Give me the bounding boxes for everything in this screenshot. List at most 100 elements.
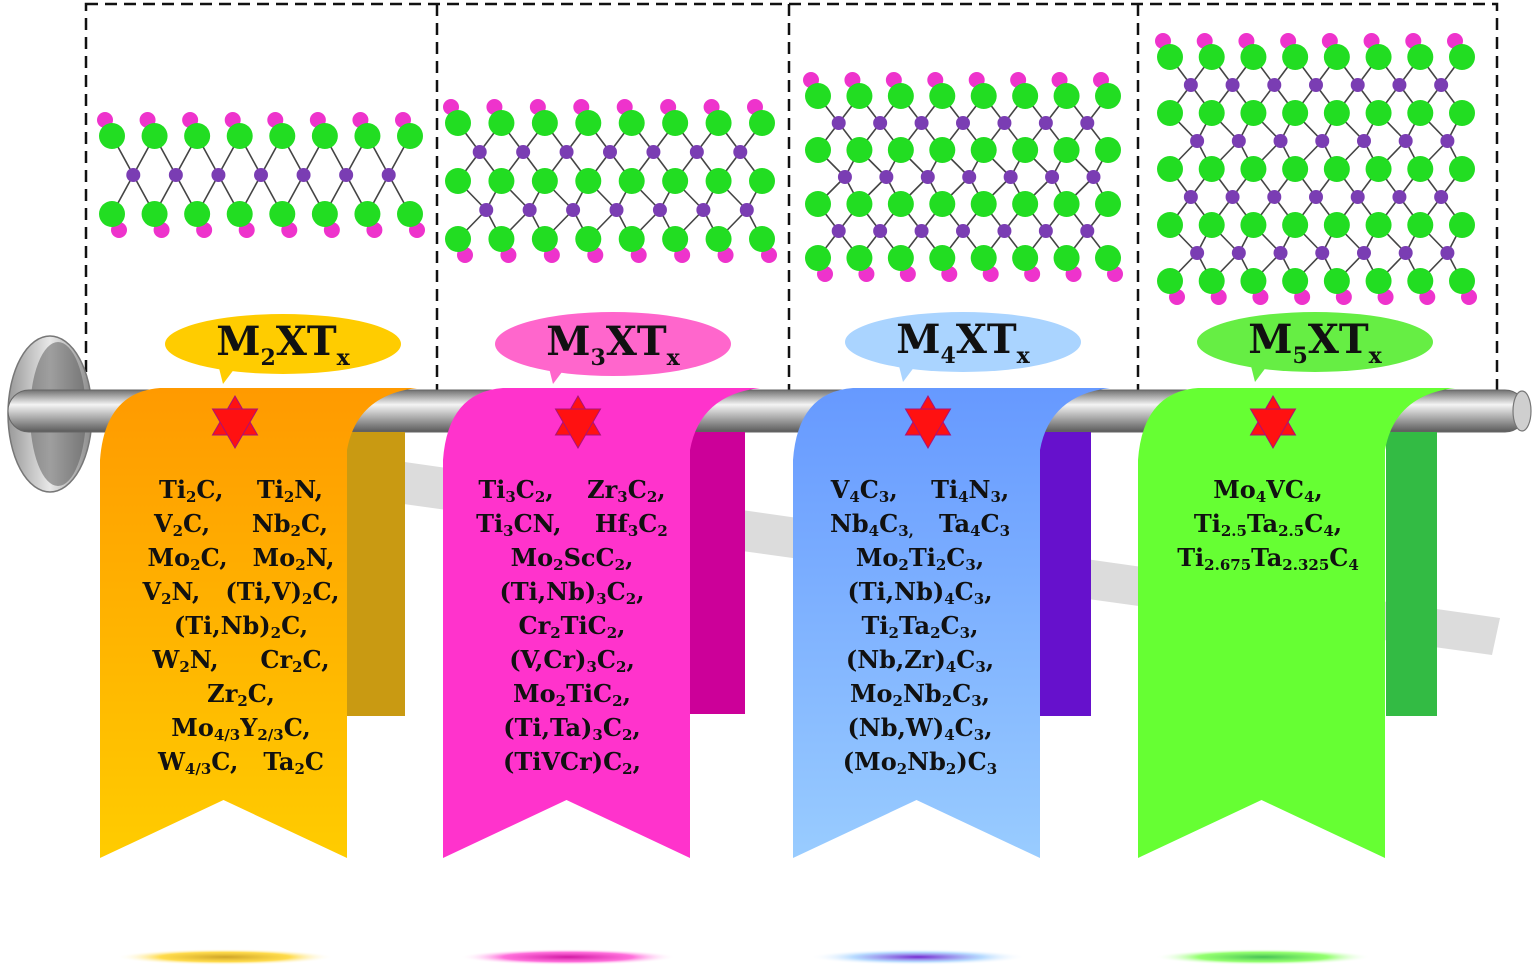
formula-text: (Nb,W) — [847, 713, 945, 742]
x-atom — [646, 145, 661, 159]
metal-atom — [1407, 212, 1434, 238]
formula-text: )C — [956, 747, 987, 776]
formula-text: C, Nb — [183, 509, 291, 538]
formula-line: Mo2C, Mo2N, — [126, 541, 356, 575]
label-bubble-m3 — [495, 312, 731, 376]
formula-text: (Ti,Ta) — [503, 713, 593, 742]
star-icon — [554, 408, 602, 449]
x-atom — [1398, 246, 1413, 260]
metal-atom — [1365, 100, 1392, 126]
ribbon-body-m4 — [793, 388, 1110, 858]
formula-subscript: 4/3 — [213, 726, 241, 744]
x-atom — [1356, 134, 1371, 148]
x-atom — [1434, 78, 1449, 92]
metal-atom — [1240, 268, 1267, 294]
formula-text: Mo — [147, 543, 191, 572]
x-atom — [1038, 224, 1053, 238]
metal-atom — [1053, 137, 1080, 163]
formula-text: , — [981, 679, 991, 708]
formula-text: C — [602, 713, 622, 742]
formula-subscript: 2 — [172, 522, 184, 540]
formula-text: , — [626, 645, 635, 674]
ribbon-body-m5 — [1138, 388, 1455, 858]
phase-label-part: XT — [955, 316, 1017, 363]
formula-subscript: 2.5 — [1220, 522, 1247, 540]
metal-atom — [1407, 100, 1434, 126]
formula-subscript: 2 — [935, 556, 947, 574]
x-atom — [559, 145, 574, 159]
metal-atom — [970, 137, 997, 163]
metal-atom — [662, 226, 689, 252]
formula-subscript: 3 — [592, 726, 603, 744]
formula-text: (Mo — [842, 747, 897, 776]
x-atom — [1267, 190, 1282, 204]
metal-atom — [445, 110, 471, 136]
formula-line: Ti3CN, Hf3C2 — [457, 507, 687, 541]
formula-subscript: 3 — [971, 692, 982, 710]
label-bubble-m2 — [165, 314, 401, 374]
formula-text: Mo — [855, 543, 899, 572]
formula-line: (V,Cr)3C2, — [457, 643, 687, 677]
metal-atom — [354, 123, 381, 149]
formula-text: , — [975, 543, 985, 572]
metal-atom — [1365, 212, 1392, 238]
formula-line: Mo4/3Y2/3C, — [126, 711, 356, 745]
metal-atom — [354, 201, 381, 227]
label-bubble-tail-m3 — [548, 364, 568, 384]
formula-text: Nb — [902, 679, 942, 708]
formula-subscript: 2 — [534, 488, 546, 506]
metal-atom — [1449, 212, 1475, 238]
x-atom — [831, 116, 846, 130]
metal-atom — [1240, 44, 1267, 70]
metal-atom — [99, 201, 125, 227]
x-atom — [739, 203, 754, 217]
formula-line: Zr2C, — [126, 677, 356, 711]
crystal-structure-m3 — [443, 99, 777, 263]
star-icon — [904, 408, 952, 449]
phase-label-part: x — [1016, 343, 1030, 369]
formula-subscript: 2 — [646, 488, 658, 506]
formula-subscript: 3 — [965, 556, 976, 574]
formula-text: CN, Hf — [513, 509, 628, 538]
x-atom — [652, 203, 667, 217]
formula-line: W4/3C, Ta2C — [126, 745, 356, 779]
formula-text: C — [627, 475, 647, 504]
formula-text: Mo — [171, 713, 214, 742]
metal-atom — [1095, 191, 1121, 217]
formula-text: (V,Cr) — [509, 645, 587, 674]
rod-tip — [1512, 390, 1532, 432]
formula-text: C — [952, 679, 972, 708]
metal-atom — [1240, 100, 1267, 126]
formula-subscript: 2 — [616, 658, 627, 676]
formula-text: C — [638, 509, 658, 538]
formula-subscript: 4 — [1303, 488, 1315, 506]
x-atom — [1225, 190, 1240, 204]
formula-line: Mo4VC4, — [1153, 473, 1383, 507]
metal-atom — [887, 137, 914, 163]
metal-atom — [1053, 191, 1080, 217]
metal-atom — [618, 110, 645, 136]
metal-atom — [1282, 268, 1309, 294]
metal-atom — [929, 83, 956, 109]
metal-atom — [1240, 212, 1267, 238]
x-atom — [1231, 246, 1246, 260]
metal-atom — [575, 168, 602, 194]
phase-label-part: M — [896, 316, 941, 363]
formula-text: C, Ti — [196, 475, 284, 504]
floor-shadow-m5 — [1155, 949, 1371, 965]
formula-subscript: 2 — [190, 556, 201, 574]
formula-text: C — [940, 611, 960, 640]
metal-atom — [1282, 44, 1309, 70]
x-atom — [1183, 190, 1198, 204]
formula-text: C, — [312, 577, 340, 606]
formula-subscript: 3 — [878, 488, 890, 506]
floor-shadow-m2 — [117, 949, 333, 965]
x-atom — [1183, 78, 1198, 92]
formula-list-m5: Mo4VC4,Ti2.5Ta2.5C4,Ti2.675Ta2.325C4 — [1153, 473, 1383, 575]
metal-atom — [618, 226, 645, 252]
formula-text: V — [830, 475, 850, 504]
formula-line: V4C3, Ti4N3, — [805, 473, 1035, 507]
label-bubble-tail-m4 — [898, 362, 918, 382]
metal-atom — [531, 168, 558, 194]
x-atom — [1190, 134, 1205, 148]
